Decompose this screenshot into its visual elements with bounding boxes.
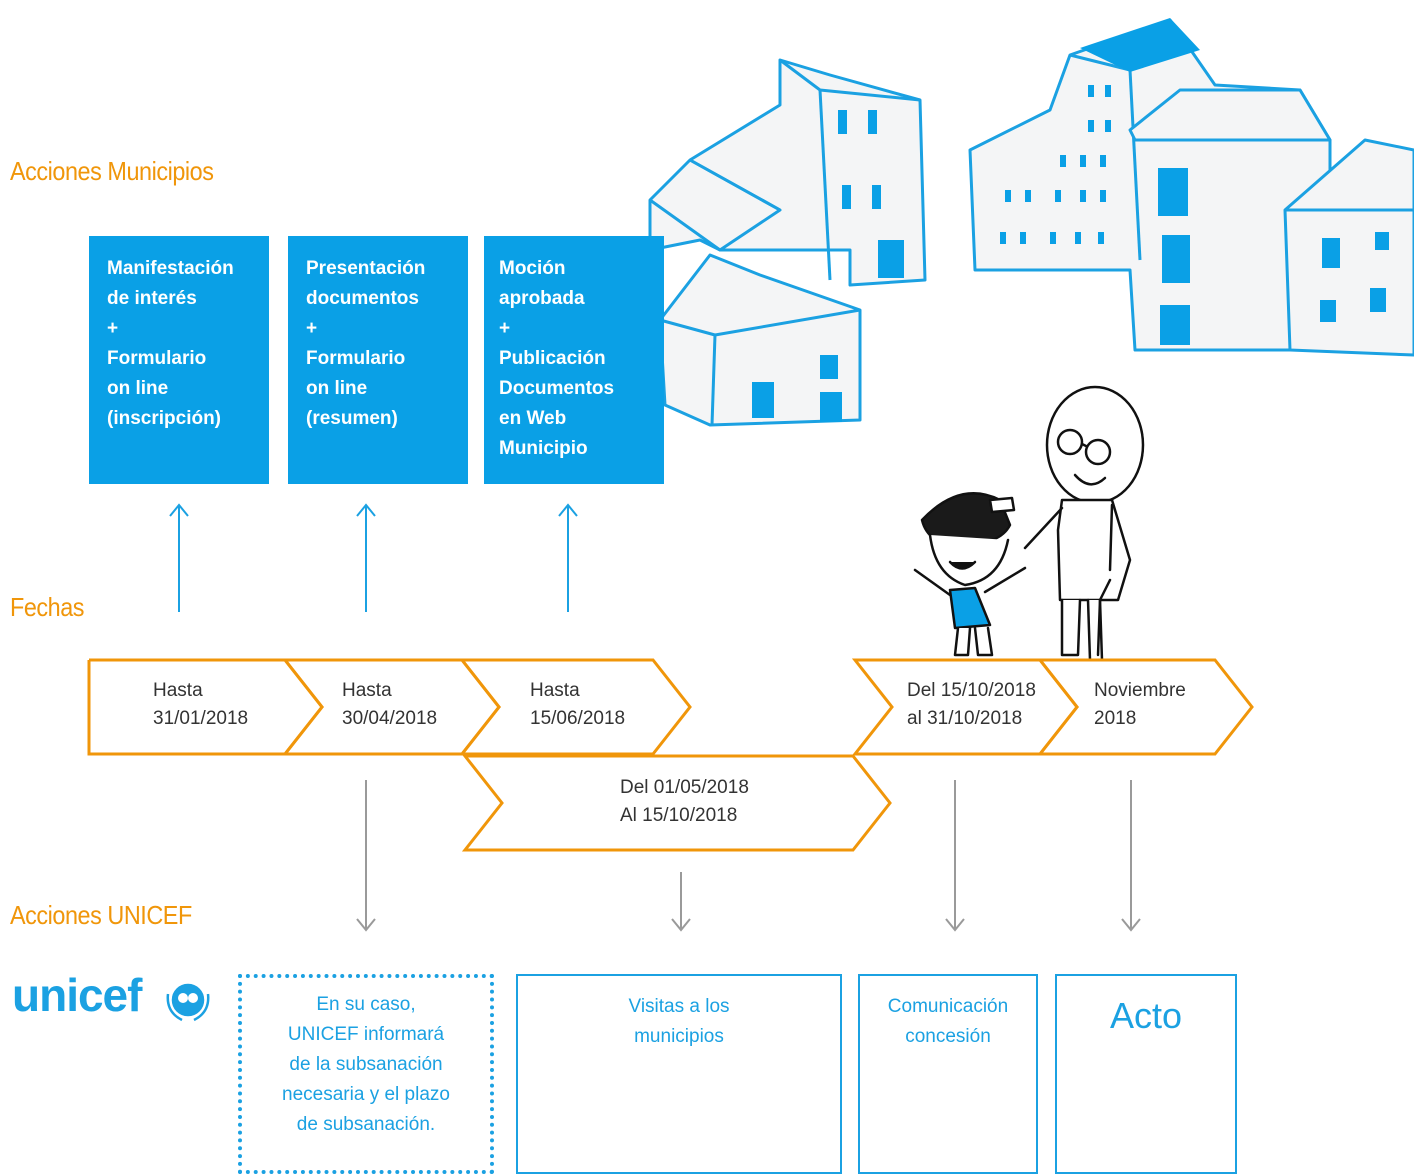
up-arrow [169, 503, 189, 612]
box-line: UNICEF informará [287, 1024, 445, 1045]
buildings-left-windows [752, 110, 904, 422]
date-line: 30/04/2018 [342, 708, 438, 729]
box-line: (resumen) [306, 408, 398, 429]
date-line: Hasta [530, 680, 580, 701]
down-arrow [356, 780, 376, 932]
date-label: Del 01/05/2018 Al 15/10/2018 [620, 774, 749, 830]
date-label: Hasta 15/06/2018 [530, 677, 625, 733]
date-line: Noviembre [1094, 680, 1186, 701]
municipio-action-box: Manifestación de interés + Formulario on… [89, 236, 269, 484]
unicef-action-box: Comunicación concesión [858, 974, 1038, 1174]
label-acciones-municipios: Acciones Municipios [10, 156, 214, 186]
date-line: 15/06/2018 [530, 708, 626, 729]
up-arrow [558, 503, 578, 612]
date-line: Al 15/10/2018 [620, 805, 738, 826]
chevron-5 [1036, 658, 1254, 756]
box-line: Formulario [306, 348, 406, 369]
box-line: Manifestación [107, 258, 234, 279]
box-line: concesión [905, 1026, 991, 1047]
chevron-3 [458, 658, 692, 756]
down-arrows [356, 780, 1141, 932]
box-line: + [306, 318, 318, 339]
box-line: documentos [306, 288, 419, 309]
box-line: + [107, 318, 119, 339]
box-line: necesaria y el plazo [282, 1084, 450, 1105]
date-line: Del 01/05/2018 [620, 777, 749, 798]
buildings-right-illustration [968, 18, 1414, 357]
box-line: en Web [499, 408, 567, 429]
box-line: de la subsanación [289, 1054, 443, 1075]
down-arrow [945, 780, 965, 932]
box-line: on line [306, 378, 368, 399]
box-line: Moción [499, 258, 566, 279]
up-arrow [356, 503, 376, 612]
unicef-logo: unicef [12, 969, 142, 1021]
box-line: aprobada [499, 288, 585, 309]
buildings-left-illustration [648, 58, 927, 427]
box-line: Formulario [107, 348, 207, 369]
date-line: Del 15/10/2018 [907, 680, 1036, 701]
date-line: 2018 [1094, 708, 1137, 729]
box-line: En su caso, [316, 994, 416, 1015]
box-line: Acto [1109, 995, 1183, 1036]
box-line: de subsanación. [296, 1114, 436, 1135]
label-acciones-unicef: Acciones UNICEF [10, 900, 192, 930]
box-line: Comunicación [887, 996, 1009, 1017]
municipio-action-box: Moción aprobada + Publicación Documentos… [484, 236, 664, 484]
unicef-action-box: Acto [1055, 974, 1237, 1174]
down-arrow [1121, 780, 1141, 932]
roof-fill [1080, 18, 1200, 72]
up-arrows [169, 503, 578, 612]
box-line: Municipio [499, 438, 588, 459]
municipio-action-box: Presentación documentos + Formulario on … [288, 236, 468, 484]
unicef-emblem-icon [166, 983, 210, 1022]
unicef-action-box: Visitas a los municipios [516, 974, 842, 1174]
date-chevrons [87, 658, 1254, 852]
box-line: Presentación [306, 258, 426, 279]
unicef-action-box: En su caso, UNICEF informará de la subsa… [238, 974, 494, 1174]
date-line: al 31/10/2018 [907, 708, 1023, 729]
date-label: Hasta 31/01/2018 [153, 677, 248, 733]
box-line: + [499, 318, 511, 339]
date-line: Hasta [153, 680, 203, 701]
box-line: municipios [634, 1026, 724, 1047]
box-line: Documentos [499, 378, 615, 399]
chevron-6 [461, 754, 892, 852]
box-line: Publicación [499, 348, 606, 369]
date-label: Hasta 30/04/2018 [342, 677, 437, 733]
box-line: (inscripción) [107, 408, 222, 429]
label-fechas: Fechas [10, 592, 85, 622]
box-line: on line [107, 378, 169, 399]
box-line: de interés [107, 288, 197, 309]
box-line: Visitas a los [628, 996, 730, 1017]
date-label: Noviembre 2018 [1094, 677, 1186, 733]
date-line: 31/01/2018 [153, 708, 249, 729]
date-line: Hasta [342, 680, 392, 701]
down-arrow [671, 872, 691, 932]
people-illustration [913, 385, 1145, 662]
buildings-right-windows [1000, 85, 1389, 345]
date-label: Del 15/10/2018 al 31/10/2018 [907, 677, 1036, 733]
